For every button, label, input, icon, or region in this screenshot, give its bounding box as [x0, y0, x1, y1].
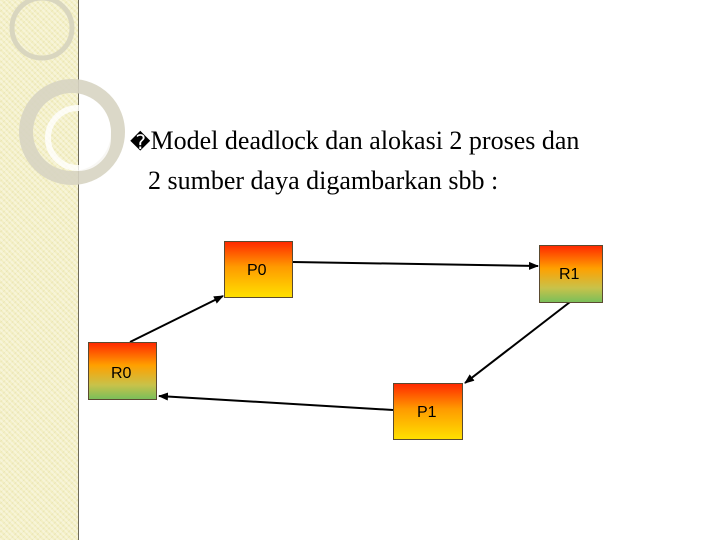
- edge-r0-to-p0: [129, 295, 224, 343]
- edge-p0-to-r1: [292, 261, 539, 270]
- decorative-ring-medium: [19, 79, 125, 185]
- edge-r1-to-p1: [464, 301, 571, 384]
- bullet-line-2: 2 sumber daya digambarkan sbb :: [148, 166, 499, 195]
- resource-node-r0: R0: [88, 342, 157, 400]
- resource-label-r1: R1: [559, 266, 580, 283]
- process-node-p0: P0: [224, 241, 293, 298]
- edge-p1-to-r0: [158, 392, 394, 411]
- decorative-ring-inner: [45, 105, 111, 171]
- bullet-line-1: �Model deadlock dan alokasi 2 proses dan: [130, 122, 700, 162]
- process-node-p1: P1: [393, 383, 463, 440]
- process-label-p1: P1: [417, 404, 437, 421]
- decorative-ring-large: [9, 0, 75, 61]
- bullet-icon: �: [130, 132, 151, 154]
- slide-text: �Model deadlock dan alokasi 2 proses dan…: [130, 122, 700, 199]
- resource-node-r1: R1: [539, 245, 603, 303]
- decorative-circles: [9, 0, 125, 185]
- process-label-p0: P0: [247, 262, 267, 279]
- bullet-text-line-1: Model deadlock dan alokasi 2 proses dan: [150, 126, 580, 155]
- resource-label-r0: R0: [111, 365, 132, 382]
